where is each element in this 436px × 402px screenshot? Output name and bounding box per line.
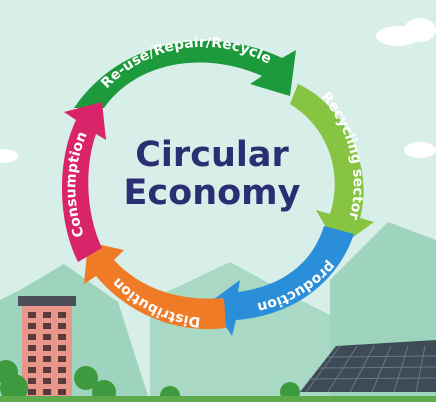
- building-window: [58, 345, 66, 351]
- building-window: [58, 312, 66, 318]
- panel-grid-line: [305, 345, 341, 393]
- building-window: [43, 367, 51, 373]
- hill-center: [150, 262, 360, 402]
- building-window: [28, 312, 36, 318]
- building-window: [58, 356, 66, 362]
- building-window: [28, 378, 36, 384]
- building-window: [58, 378, 66, 384]
- panel-grid-line: [308, 377, 436, 380]
- panel-grid-line: [415, 345, 426, 393]
- center-title-line2: Economy: [124, 173, 301, 213]
- building-window: [43, 334, 51, 340]
- building-window: [43, 345, 51, 351]
- building-window: [43, 356, 51, 362]
- center-title-line1: Circular: [135, 135, 289, 175]
- building-window: [28, 334, 36, 340]
- building-window: [58, 367, 66, 373]
- panel-grid-line: [349, 345, 375, 393]
- panel-grid-line: [371, 345, 392, 393]
- solar-panel: [300, 340, 436, 393]
- building-window: [28, 389, 36, 395]
- building-window: [28, 345, 36, 351]
- ground-strip: [0, 396, 436, 402]
- building-window: [43, 323, 51, 329]
- panel-grid-line: [393, 345, 409, 393]
- building-window: [28, 356, 36, 362]
- panel-grid-line: [317, 366, 436, 369]
- building-window: [28, 367, 36, 373]
- apartment-building: [18, 296, 76, 402]
- building-window: [43, 378, 51, 384]
- segment-consumption: Consumption: [61, 102, 106, 262]
- building-window: [28, 323, 36, 329]
- building-window: [43, 312, 51, 318]
- cloud-left: [0, 149, 18, 163]
- cloud-right: [376, 18, 436, 158]
- building-window: [58, 334, 66, 340]
- building-window: [43, 389, 51, 395]
- building-window: [58, 389, 66, 395]
- panel-grid-line: [326, 355, 436, 358]
- building-window: [58, 323, 66, 329]
- panel-grid-line: [327, 345, 358, 393]
